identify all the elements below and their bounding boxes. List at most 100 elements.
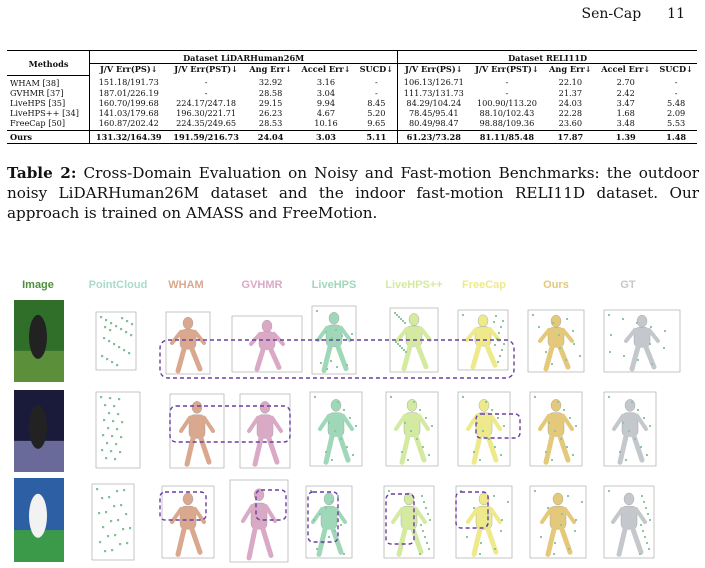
- body-arm: [419, 326, 432, 342]
- point-cloud-point: [649, 425, 651, 427]
- body-torso: [179, 505, 197, 530]
- point-cloud-point: [496, 338, 498, 340]
- figure-column-label: GVHMR: [241, 279, 283, 291]
- point-cloud-point: [116, 428, 119, 431]
- point-cloud-point: [404, 422, 406, 424]
- body-head: [328, 312, 340, 325]
- body-arm: [635, 413, 648, 431]
- point-cloud-point: [390, 396, 392, 398]
- point-cloud-point: [404, 322, 406, 324]
- point-cloud-point: [334, 530, 336, 532]
- value-cell: 3.47: [616, 97, 635, 108]
- result-frame: [95, 311, 137, 371]
- body-arm: [634, 507, 647, 524]
- subcol-header: J/V Err(PST)↓: [469, 63, 545, 75]
- point-cloud-point: [561, 513, 563, 515]
- point-cloud-point: [102, 434, 105, 437]
- point-cloud-point: [114, 458, 117, 461]
- point-cloud-point: [460, 490, 462, 492]
- body-arm: [538, 327, 551, 343]
- body-leg: [401, 343, 413, 372]
- body-torso: [400, 505, 418, 530]
- value-cell: 5.53: [667, 117, 686, 128]
- point-cloud-point: [123, 349, 126, 352]
- value-cell: 32.92: [258, 77, 283, 88]
- value-cell: 106.13/126.71: [397, 75, 470, 88]
- value-cell: 160.70/199.68: [89, 97, 168, 108]
- value-cell: 3.16: [316, 77, 336, 88]
- value-cell: 9.94: [316, 97, 336, 108]
- value-cell: 81.11/85.48: [469, 129, 545, 144]
- body-leg: [413, 433, 427, 463]
- body-arm: [563, 507, 576, 524]
- body-leg: [254, 347, 266, 372]
- point-cloud-point: [497, 417, 499, 419]
- value-cell: 5.48: [667, 97, 686, 108]
- point-cloud-point: [108, 496, 111, 499]
- point-cloud-point: [313, 519, 315, 521]
- point-cloud-point: [554, 542, 556, 544]
- body-torso: [188, 414, 206, 439]
- body-leg: [471, 526, 483, 557]
- point-cloud-point: [337, 401, 339, 403]
- point-cloud-point: [643, 501, 645, 503]
- point-cloud-point: [625, 459, 627, 461]
- body-arm: [341, 413, 354, 431]
- body-leg: [471, 433, 483, 465]
- point-cloud-point: [495, 315, 497, 317]
- point-cloud-point: [431, 425, 433, 427]
- point-cloud-point: [110, 520, 113, 523]
- error-highlight-box: [385, 493, 415, 545]
- point-cloud-point: [105, 319, 108, 322]
- body-head: [550, 399, 562, 412]
- point-cloud-point: [402, 320, 404, 322]
- body-leg: [268, 347, 282, 371]
- point-cloud-point: [462, 396, 464, 398]
- point-cloud-point: [397, 343, 399, 345]
- point-cloud-point: [631, 401, 633, 403]
- point-cloud-point: [572, 330, 574, 332]
- error-highlight-box: [455, 491, 489, 529]
- body-leg: [630, 526, 644, 555]
- point-cloud-point: [102, 526, 105, 529]
- body-head: [624, 399, 636, 412]
- body-leg: [189, 346, 203, 372]
- point-cloud-point: [104, 404, 107, 407]
- body-torso: [621, 412, 639, 437]
- value-cell: -: [505, 87, 509, 98]
- figure-column-label: WHAM: [168, 279, 204, 291]
- body-arm: [624, 327, 637, 343]
- body-leg: [415, 343, 429, 370]
- point-cloud-point: [330, 360, 332, 362]
- body-leg: [470, 343, 482, 370]
- point-cloud-point: [487, 513, 489, 515]
- body-arm: [170, 329, 183, 345]
- point-cloud-point: [117, 413, 120, 416]
- point-cloud-point: [310, 490, 312, 492]
- point-cloud-point: [651, 363, 653, 365]
- value-cell: 224.35/249.65: [176, 117, 237, 128]
- point-cloud-point: [636, 322, 638, 324]
- point-cloud-point: [503, 425, 505, 427]
- point-cloud-point: [125, 331, 128, 334]
- body-leg: [616, 526, 628, 557]
- point-cloud-point: [119, 451, 122, 454]
- result-frame: [603, 485, 655, 559]
- subcol-header: Accel Err↓: [596, 63, 656, 75]
- body-head: [406, 399, 418, 412]
- point-cloud-point: [331, 459, 333, 461]
- body-arm: [264, 504, 277, 523]
- value-cell: 17.87: [544, 129, 597, 144]
- point-cloud-point: [634, 438, 636, 440]
- result-frame: [457, 391, 511, 467]
- point-cloud-point: [105, 511, 108, 514]
- point-cloud-point: [125, 513, 128, 516]
- body-leg: [189, 526, 203, 555]
- result-frame: [383, 485, 435, 559]
- body-head: [477, 314, 489, 327]
- body-torso: [256, 414, 274, 439]
- result-frame: [529, 391, 583, 467]
- body-head: [182, 492, 194, 506]
- point-cloud-point: [111, 435, 114, 438]
